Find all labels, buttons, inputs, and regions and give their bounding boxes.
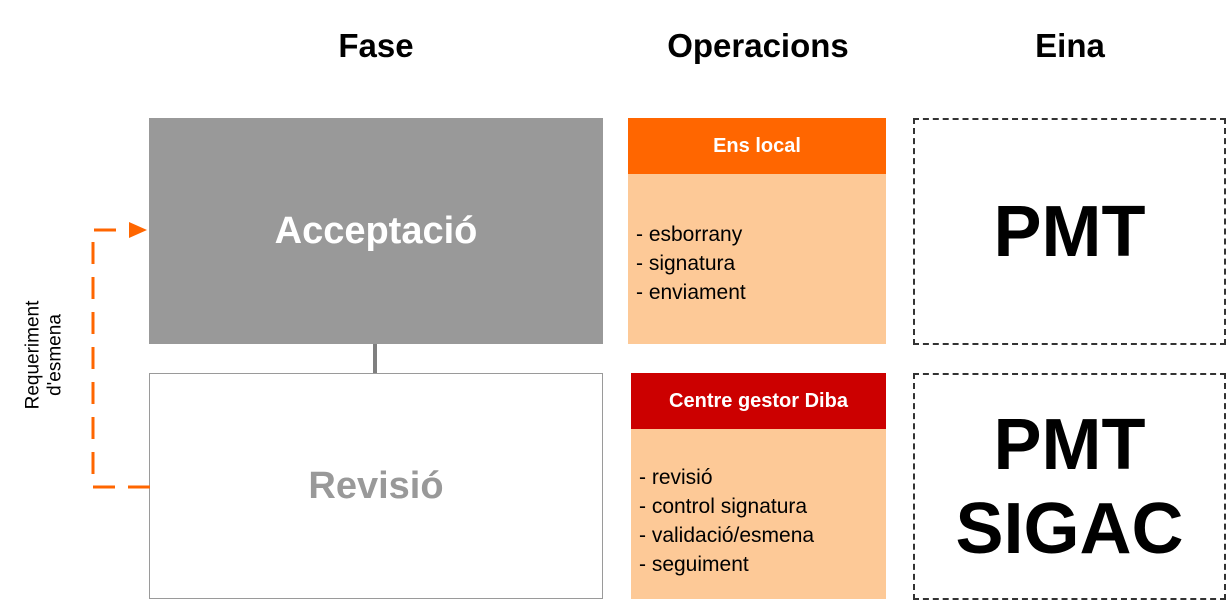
header-tool: Eina (1035, 27, 1105, 64)
operations-ens-local-header: Ens local (628, 118, 886, 174)
phase-review-box: Revisió (149, 373, 603, 599)
operations-ens-local-list: - esborrany - signatura - enviament (628, 174, 886, 344)
tool-box-acceptance: PMT (913, 118, 1226, 345)
tool-label: PMT (993, 191, 1146, 272)
phase-connector (373, 344, 377, 375)
list-item: - revisió (639, 466, 713, 489)
feedback-loop-label-line: Requeriment (22, 300, 43, 410)
header-phase: Fase (338, 27, 414, 64)
tool-box-review: PMT SIGAC (913, 373, 1226, 600)
operations-centre-gestor-header: Centre gestor Diba (631, 373, 886, 429)
list-item: - esborrany (636, 222, 743, 246)
feedback-loop-label-line: d'esmena (44, 314, 65, 396)
operations-centre-gestor-list: - revisió - control signatura - validaci… (631, 429, 886, 599)
list-item: - signatura (636, 251, 736, 275)
operations-centre-gestor-title: Centre gestor Diba (669, 389, 848, 412)
feedback-loop-line (91, 228, 150, 489)
tool-label: PMT (993, 404, 1146, 485)
arrowhead-icon (129, 222, 147, 238)
feedback-loop-label: Requeriment d'esmena (4, 270, 84, 440)
phase-review-label: Revisió (308, 464, 444, 507)
list-item: - seguiment (639, 553, 749, 576)
header-operations: Operacions (667, 27, 849, 64)
list-item: - control signatura (639, 495, 808, 518)
list-item: - validació/esmena (639, 524, 815, 547)
phase-acceptance-label: Acceptació (274, 209, 478, 252)
tool-label: SIGAC (955, 488, 1184, 569)
phase-acceptance-box: Acceptació (149, 118, 603, 344)
operations-ens-local-title: Ens local (713, 134, 801, 157)
list-item: - enviament (636, 280, 746, 304)
